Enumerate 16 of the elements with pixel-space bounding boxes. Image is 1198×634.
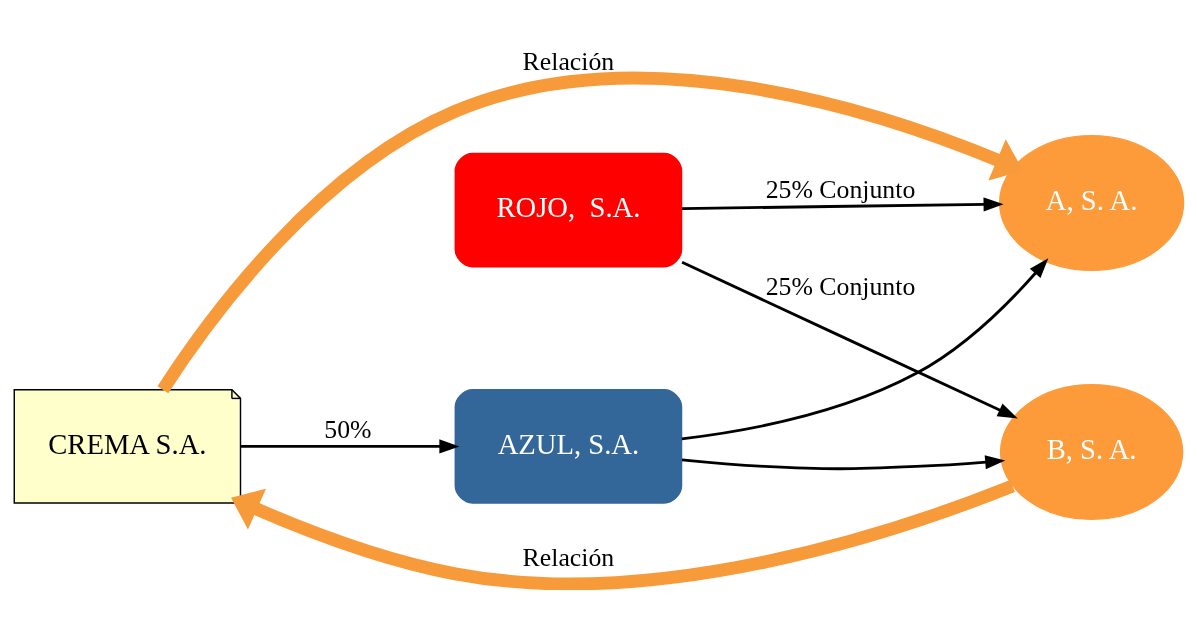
node-box: ROJO, S.A. <box>454 152 683 268</box>
arrow <box>682 197 1004 212</box>
arrow <box>681 258 1049 441</box>
edge-label: 25% Conjunto <box>765 272 916 302</box>
arrow <box>681 261 1018 419</box>
edge-label: 50% <box>324 415 372 445</box>
node-ellipse: B, S. A. <box>999 384 1184 521</box>
edge-label: 25% Conjunto <box>765 174 916 204</box>
edge-label: Relación <box>522 47 615 77</box>
arrow <box>240 439 460 454</box>
node-box: AZUL, S.A. <box>454 389 683 504</box>
edge-label: Relación <box>522 542 615 572</box>
node-ellipse: A, S. A. <box>998 134 1185 271</box>
arrow <box>157 72 1024 394</box>
arrow <box>681 455 1006 471</box>
arrow <box>231 480 1015 590</box>
